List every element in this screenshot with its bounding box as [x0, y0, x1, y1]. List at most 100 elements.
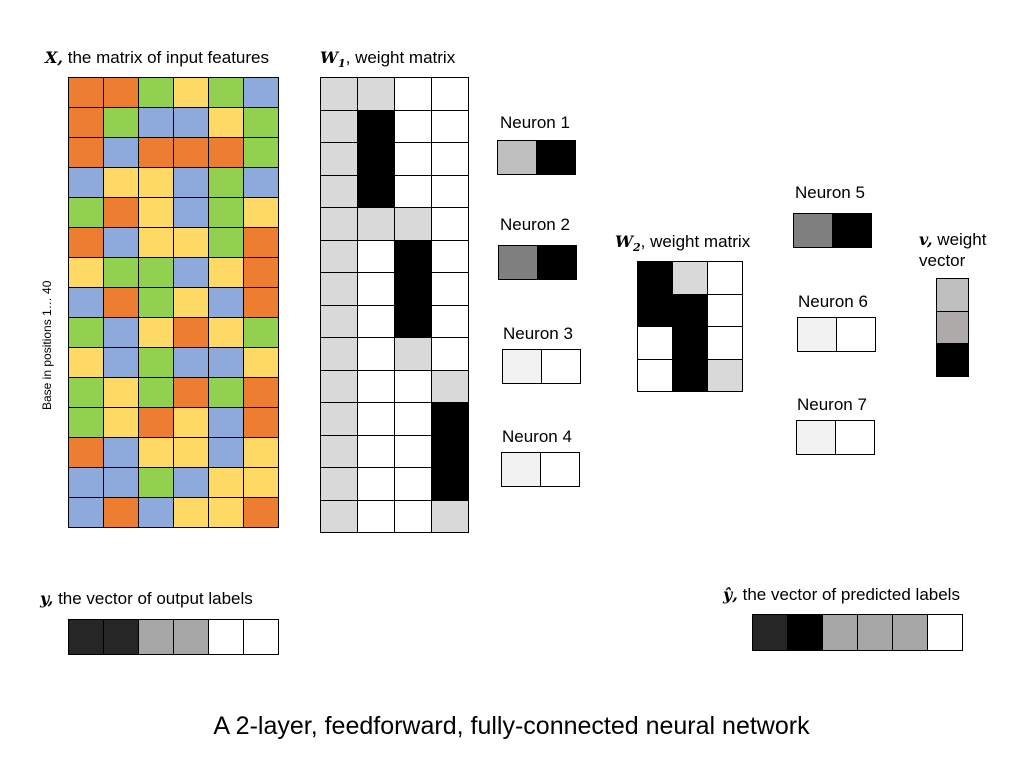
w1-matrix-cell	[358, 78, 395, 111]
x-matrix-cell	[139, 498, 174, 528]
w2-matrix-cell	[638, 359, 673, 392]
layer1-neuron-weight-cell	[498, 141, 537, 175]
x-matrix-cell	[174, 138, 209, 168]
x-matrix-cell	[174, 318, 209, 348]
w1-matrix-cell	[395, 468, 432, 501]
y-variable: y,	[40, 589, 54, 608]
y-vector-cell	[139, 620, 174, 655]
w1-matrix-cell	[395, 273, 432, 306]
x-matrix-cell	[174, 198, 209, 228]
w1-matrix-cell	[321, 110, 358, 143]
w1-matrix-cell	[358, 403, 395, 436]
layer1-neuron-weight-cell	[502, 453, 541, 487]
layer1-neuron-label: Neuron 1	[500, 113, 570, 132]
x-matrix-cell	[174, 348, 209, 378]
w1-matrix-cell	[321, 240, 358, 273]
yhat-variable: ŷ,	[723, 585, 738, 604]
v-variable: v,	[919, 230, 933, 249]
x-matrix-grid	[68, 77, 279, 528]
layer1-neuron-label: Neuron 3	[503, 324, 573, 343]
yhat-vector-label: ŷ, the vector of predicted labels	[723, 585, 960, 605]
w2-matrix-cell	[708, 327, 743, 360]
w2-matrix-cell	[673, 327, 708, 360]
x-matrix-cell	[69, 438, 104, 468]
w1-matrix-cell	[321, 435, 358, 468]
x-matrix-cell	[139, 468, 174, 498]
w1-matrix-cell	[358, 208, 395, 241]
w1-matrix-cell	[395, 175, 432, 208]
w2-matrix-grid	[637, 261, 743, 392]
w1-matrix-cell	[395, 110, 432, 143]
w1-matrix-cell	[321, 403, 358, 436]
w1-matrix-cell	[358, 143, 395, 176]
x-matrix-cell	[209, 348, 244, 378]
x-matrix-cell	[69, 408, 104, 438]
v-vector-grid	[936, 278, 969, 377]
w1-matrix-cell	[395, 370, 432, 403]
x-matrix-cell	[209, 168, 244, 198]
w1-matrix-cell	[358, 240, 395, 273]
layer1-neuron-weight-cell	[541, 453, 580, 487]
x-matrix-cell	[209, 198, 244, 228]
yhat-vector-cell	[753, 615, 788, 651]
v-vector-cell	[937, 279, 969, 312]
x-matrix-cell	[69, 378, 104, 408]
w1-matrix-cell	[321, 468, 358, 501]
x-matrix-cell	[104, 258, 139, 288]
layer2-neuron-weight-cell	[833, 214, 872, 248]
x-matrix-cell	[104, 168, 139, 198]
x-matrix-cell	[139, 138, 174, 168]
x-matrix-cell	[244, 378, 279, 408]
y-vector-grid	[68, 619, 279, 655]
w1-matrix-cell	[432, 500, 469, 533]
y-vector-label: y, the vector of output labels	[40, 589, 253, 609]
w1-matrix-cell	[358, 175, 395, 208]
w2-matrix-title: , weight matrix	[640, 232, 751, 251]
yhat-vector-title: the vector of predicted labels	[742, 585, 960, 604]
x-matrix-cell	[174, 78, 209, 108]
x-matrix-cell	[209, 438, 244, 468]
x-matrix-cell	[69, 288, 104, 318]
w1-matrix-cell	[432, 110, 469, 143]
x-matrix-cell	[104, 78, 139, 108]
layer1-neuron-label: Neuron 2	[500, 215, 570, 234]
x-matrix-cell	[244, 288, 279, 318]
x-matrix-cell	[209, 78, 244, 108]
layer1-neuron-weight-cell	[542, 350, 581, 384]
x-matrix-cell	[174, 288, 209, 318]
x-matrix-cell	[244, 138, 279, 168]
w2-matrix-cell	[673, 359, 708, 392]
w1-matrix-cell	[395, 435, 432, 468]
x-matrix-cell	[139, 348, 174, 378]
x-variable: X,	[45, 48, 63, 67]
layer2-neuron-weight-cell	[794, 214, 833, 248]
w1-matrix-label: W1, weight matrix	[320, 48, 455, 74]
w1-matrix-cell	[321, 208, 358, 241]
x-axis-label: Base in positions 1… 40	[40, 280, 54, 410]
x-matrix-cell	[139, 438, 174, 468]
layer2-neuron-label: Neuron 6	[798, 292, 868, 311]
w1-matrix-cell	[358, 338, 395, 371]
layer2-neuron-label: Neuron 7	[797, 395, 867, 414]
yhat-vector-cell	[893, 615, 928, 651]
v-vector-cell	[937, 311, 969, 344]
y-vector-cell	[209, 620, 244, 655]
w1-matrix-cell	[432, 273, 469, 306]
w1-matrix-cell	[395, 403, 432, 436]
x-matrix-cell	[69, 258, 104, 288]
w1-matrix-cell	[321, 338, 358, 371]
x-matrix-cell	[244, 438, 279, 468]
layer1-neuron-label: Neuron 4	[502, 427, 572, 446]
x-matrix-cell	[139, 288, 174, 318]
w1-matrix-cell	[358, 370, 395, 403]
x-matrix-cell	[209, 108, 244, 138]
x-matrix-cell	[174, 378, 209, 408]
x-matrix-cell	[139, 198, 174, 228]
x-matrix-cell	[104, 288, 139, 318]
y-vector-cell	[244, 620, 279, 655]
x-matrix-cell	[139, 228, 174, 258]
x-matrix-cell	[139, 318, 174, 348]
x-matrix-cell	[209, 498, 244, 528]
x-matrix-cell	[244, 258, 279, 288]
w2-matrix-cell	[673, 294, 708, 327]
